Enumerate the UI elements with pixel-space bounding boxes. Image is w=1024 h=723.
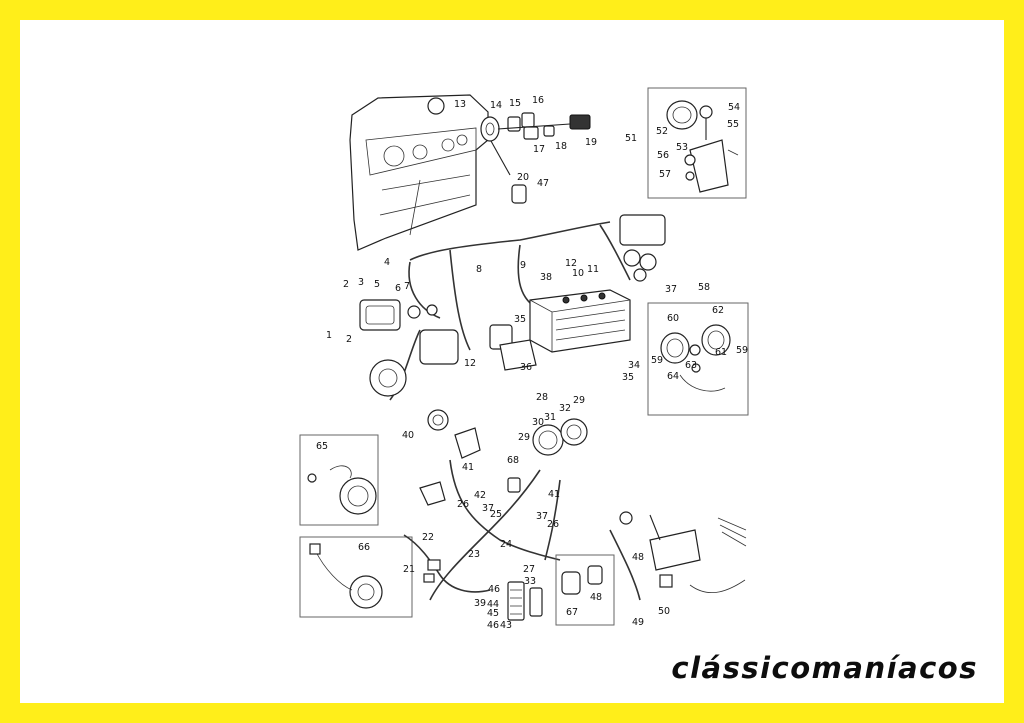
- part-label-26: 26: [547, 519, 559, 530]
- inset-box-65: [299, 434, 379, 526]
- part-label-2: 2: [343, 279, 349, 290]
- lamp-assembly-left: [359, 299, 459, 397]
- part-label-24: 24: [500, 539, 512, 550]
- relay-cluster: [619, 214, 666, 282]
- part-label-7: 7: [404, 281, 410, 292]
- inset-box-58: [647, 302, 749, 416]
- part-label-64: 64: [667, 371, 679, 382]
- part-label-26: 26: [457, 499, 469, 510]
- part-label-52: 52: [656, 126, 668, 137]
- part-label-41: 41: [462, 462, 474, 473]
- part-label-41: 41: [548, 489, 560, 500]
- part-label-19: 19: [585, 137, 597, 148]
- part-label-29: 29: [518, 432, 530, 443]
- part-label-59: 59: [736, 345, 748, 356]
- part-label-46: 46: [487, 620, 499, 631]
- part-label-55: 55: [727, 119, 739, 130]
- inset-box-66: [299, 536, 413, 618]
- part-label-35: 35: [514, 314, 526, 325]
- part-label-57: 57: [659, 169, 671, 180]
- part-label-56: 56: [657, 150, 669, 161]
- part-label-6: 6: [395, 283, 401, 294]
- watermark-logo: clássicomaníacos: [671, 651, 978, 685]
- part-label-59: 59: [651, 355, 663, 366]
- part-label-9: 9: [520, 260, 526, 271]
- part-label-10: 10: [572, 268, 584, 279]
- part-label-66: 66: [358, 542, 370, 553]
- part-label-31: 31: [544, 412, 556, 423]
- part-label-33: 33: [524, 576, 536, 587]
- part-label-48: 48: [632, 552, 644, 563]
- relay-35-36: [489, 324, 537, 371]
- part-label-12: 12: [464, 358, 476, 369]
- part-label-4: 4: [384, 257, 390, 268]
- part-label-54: 54: [728, 102, 740, 113]
- part-label-49: 49: [632, 617, 644, 628]
- part-label-34: 34: [628, 360, 640, 371]
- part-label-39: 39: [474, 598, 486, 609]
- part-label-8: 8: [476, 264, 482, 275]
- part-label-32: 32: [559, 403, 571, 414]
- part-label-68: 68: [507, 455, 519, 466]
- part-label-28: 28: [536, 392, 548, 403]
- part-label-30: 30: [532, 417, 544, 428]
- part-label-62: 62: [712, 305, 724, 316]
- part-label-21: 21: [403, 564, 415, 575]
- part-label-29: 29: [573, 395, 585, 406]
- lower-left-connectors: [403, 534, 491, 593]
- part-label-17: 17: [533, 144, 545, 155]
- inset-box-51: [647, 87, 747, 199]
- part-label-48: 48: [590, 592, 602, 603]
- part-label-23: 23: [468, 549, 480, 560]
- part-label-25: 25: [490, 509, 502, 520]
- part-label-50: 50: [658, 606, 670, 617]
- part-label-20: 20: [517, 172, 529, 183]
- part-label-53: 53: [676, 142, 688, 153]
- part-label-27: 27: [523, 564, 535, 575]
- part-label-40: 40: [402, 430, 414, 441]
- part-label-44: 44: [487, 599, 499, 610]
- part-label-43: 43: [500, 620, 512, 631]
- part-label-12: 12: [565, 258, 577, 269]
- dashboard-panel: [349, 94, 489, 251]
- main-harness: [389, 221, 641, 601]
- part-label-63: 63: [685, 360, 697, 371]
- part-label-65: 65: [316, 441, 328, 452]
- part-label-11: 11: [587, 264, 599, 275]
- part-label-16: 16: [532, 95, 544, 106]
- part-label-51: 51: [625, 133, 637, 144]
- inset-box-67: [555, 554, 615, 626]
- battery: [529, 289, 631, 353]
- part-label-47: 47: [537, 178, 549, 189]
- part-label-37: 37: [665, 284, 677, 295]
- regulator-bracket: [619, 511, 747, 593]
- part-label-61: 61: [715, 347, 727, 358]
- part-label-14: 14: [490, 100, 502, 111]
- part-label-42: 42: [474, 490, 486, 501]
- part-label-3: 3: [358, 277, 364, 288]
- part-label-18: 18: [555, 141, 567, 152]
- part-label-45: 45: [487, 608, 499, 619]
- switch-row: [480, 112, 591, 204]
- part-label-22: 22: [422, 532, 434, 543]
- part-label-1: 1: [326, 330, 332, 341]
- part-label-58: 58: [698, 282, 710, 293]
- part-label-2: 2: [346, 334, 352, 345]
- part-label-35: 35: [622, 372, 634, 383]
- part-label-60: 60: [667, 313, 679, 324]
- part-label-15: 15: [509, 98, 521, 109]
- part-label-37: 37: [536, 511, 548, 522]
- part-label-67: 67: [566, 607, 578, 618]
- fuse-block: [507, 581, 543, 621]
- part-label-13: 13: [454, 99, 466, 110]
- part-label-37: 37: [482, 503, 494, 514]
- part-label-46: 46: [488, 584, 500, 595]
- part-label-36: 36: [520, 362, 532, 373]
- part-label-5: 5: [374, 279, 380, 290]
- part-label-38: 38: [540, 272, 552, 283]
- instrument-cluster: [419, 409, 588, 506]
